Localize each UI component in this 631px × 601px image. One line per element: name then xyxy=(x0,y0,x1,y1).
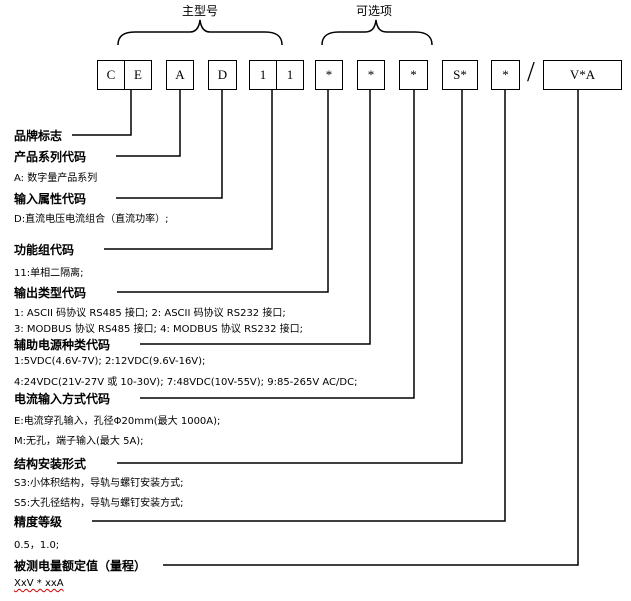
code-box-structure: S* xyxy=(442,60,478,90)
section-structure-title: 结构安装形式 xyxy=(14,457,87,471)
section-output-line-2: 3: MODBUS 协议 RS485 接口; 4: MODBUS 协议 RS23… xyxy=(14,324,304,335)
code-box-series: A xyxy=(166,60,194,90)
leader-brand xyxy=(72,90,132,136)
section-accuracy-line-1: 0.5，1.0; xyxy=(14,540,60,551)
code-box-input: D xyxy=(208,60,237,90)
code-box-function-2: 1 xyxy=(276,60,304,90)
leader-accuracy xyxy=(92,90,506,522)
leader-rating xyxy=(163,90,579,566)
section-current-line-1: E:电流穿孔输入，孔径Φ20mm(最大 1000A); xyxy=(14,416,221,427)
code-box-brand-e: E xyxy=(124,60,152,90)
section-input-line-1: D:直流电压电流组合（直流功率）; xyxy=(14,214,169,225)
optional-label: 可选项 xyxy=(356,4,393,18)
leader-output xyxy=(117,90,329,293)
code-box-accuracy: * xyxy=(491,60,520,90)
leader-current xyxy=(140,90,415,399)
section-series-title: 产品系列代码 xyxy=(14,150,87,164)
leader-structure xyxy=(117,90,463,464)
section-brand-title: 品牌标志 xyxy=(14,129,63,143)
code-box-rating: V*A xyxy=(543,60,622,90)
section-function-line-1: 11:单相二隔离; xyxy=(14,268,84,279)
code-box-brand-c: C xyxy=(97,60,125,90)
code-box-power: * xyxy=(357,60,385,90)
section-rating-title: 被测电量额定值（量程） xyxy=(14,559,147,573)
section-accuracy-title: 精度等级 xyxy=(14,515,63,529)
optional-bracket xyxy=(321,19,433,46)
leader-function xyxy=(104,90,273,250)
section-input-title: 输入属性代码 xyxy=(14,192,87,206)
section-series-line-1: A: 数字量产品系列 xyxy=(14,173,98,184)
section-current-title: 电流输入方式代码 xyxy=(14,392,111,406)
main-model-label: 主型号 xyxy=(182,4,219,18)
section-rating-line-1: XxV * xxA xyxy=(14,578,64,589)
section-structure-line-1: S3:小体积结构，导轨与螺钉安装方式; xyxy=(14,478,184,489)
section-power-line-2: 4:24VDC(21V-27V 或 10-30V); 7:48VDC(10V-5… xyxy=(14,377,358,388)
main-model-bracket xyxy=(117,19,283,46)
section-power-title: 辅助电源种类代码 xyxy=(14,338,111,352)
section-function-title: 功能组代码 xyxy=(14,243,75,257)
leader-input xyxy=(116,90,223,199)
separator-slash: / xyxy=(527,57,535,88)
leader-series xyxy=(116,90,181,157)
code-box-function-1: 1 xyxy=(249,60,277,90)
section-output-line-1: 1: ASCII 码协议 RS485 接口; 2: ASCII 码协议 RS23… xyxy=(14,308,286,319)
section-power-line-1: 1:5VDC(4.6V-7V); 2:12VDC(9.6V-16V); xyxy=(14,356,206,367)
leader-power xyxy=(140,90,371,345)
section-structure-line-2: S5:大孔径结构，导轨与螺钉安装方式; xyxy=(14,498,184,509)
code-box-current: * xyxy=(399,60,428,90)
code-box-output: * xyxy=(315,60,343,90)
section-output-title: 输出类型代码 xyxy=(14,286,87,300)
section-current-line-2: M:无孔，端子输入(最大 5A); xyxy=(14,436,144,447)
